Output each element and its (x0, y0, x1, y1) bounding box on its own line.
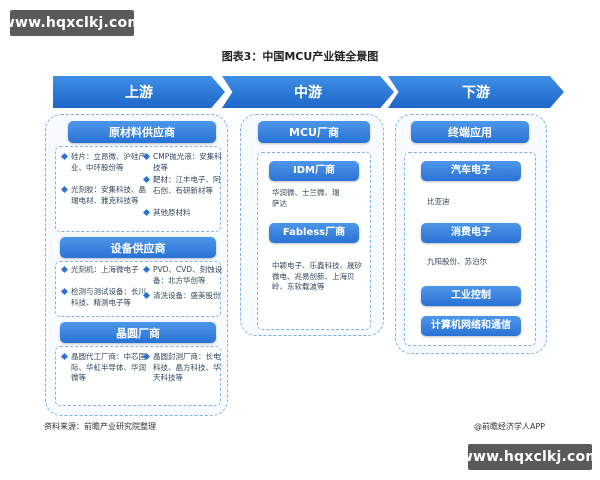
watermark-bottom: www.hqxclkj.com (460, 444, 600, 470)
fabless-companies: 中颖电子、乐鑫科技、晟矽微电、兆易创新、上海贝岭、东软载波等 (272, 261, 362, 291)
bullet-icon (60, 152, 69, 161)
app-consumer-companies: 九阳股份、苏泊尔 (427, 257, 487, 266)
list-item: 光刻胶：安集科技、晶瑞电材、雅克科技等 (60, 185, 151, 206)
app-automotive-companies: 比亚迪 (427, 197, 450, 206)
list-item: 晶圆代工厂商：中芯国际、华虹半导体、华润微等 (60, 352, 149, 384)
bullet-icon (60, 185, 69, 194)
list-item: 硅片：立昂微、沪硅产业、中环股份等 (60, 152, 151, 173)
app-consumer: 消费电子 (421, 223, 521, 243)
bullet-icon (60, 287, 69, 296)
equipment-header: 设备供应商 (60, 237, 216, 258)
bullet-icon (142, 152, 151, 161)
bullet-icon (60, 352, 69, 361)
source-note: 资料来源：前瞻产业研究院整理 (44, 422, 156, 431)
list-item: CMP抛光液：安集科技等 (142, 152, 227, 173)
idm-companies: 华润微、士兰微、瑞萨达 (272, 188, 340, 208)
terminal-header: 终端应用 (411, 121, 529, 143)
list-item: 晶圆封测厂商：长电科技、晶方科技、华天科技等 (142, 352, 227, 384)
list-item: 靶材：江丰电子、阿石创、有研新材等 (142, 175, 227, 196)
equipment-box: 光刻机：上海微电子 PVD、CVD、刻蚀设备：北方华创等 检测与测试设备：长川科… (55, 261, 222, 317)
bullet-icon (142, 291, 151, 300)
stage-midstream: 中游 (222, 76, 394, 108)
list-item: 光刻机：上海微电子 (60, 265, 151, 276)
bullet-icon (142, 175, 151, 184)
list-item: 检测与测试设备：长川科技、精测电子等 (60, 287, 151, 308)
wafer-header: 晶圆厂商 (60, 322, 216, 343)
brand-note: @前瞻经济学人APP (474, 422, 546, 431)
app-automotive: 汽车电子 (421, 161, 521, 181)
app-networking: 计算机网络和通信 (421, 316, 521, 336)
mcu-box: IDM厂商 华润微、士兰微、瑞萨达 Fabless厂商 中颖电子、乐鑫科技、晟矽… (257, 152, 371, 330)
bullet-icon (142, 208, 151, 217)
app-industrial: 工业控制 (421, 286, 521, 306)
stage-downstream: 下游 (388, 76, 564, 108)
list-item: 清洗设备：盛美股份 (142, 291, 227, 302)
terminal-box: 汽车电子 比亚迪 消费电子 九阳股份、苏泊尔 工业控制 计算机网络和通信 (404, 152, 536, 346)
watermark-top: www.hqxclkj.com (2, 10, 142, 36)
idm-header: IDM厂商 (269, 161, 359, 181)
stage-upstream: 上游 (53, 76, 225, 108)
bullet-icon (142, 265, 151, 274)
raw-materials-header: 原材料供应商 (68, 121, 216, 143)
bullet-icon (142, 352, 151, 361)
wafer-box: 晶圆代工厂商：中芯国际、华虹半导体、华润微等 晶圆封测厂商：长电科技、晶方科技、… (55, 346, 221, 406)
raw-materials-box: 硅片：立昂微、沪硅产业、中环股份等 CMP抛光液：安集科技等 光刻胶：安集科技、… (55, 146, 222, 232)
list-item: 其他原材料 (142, 208, 227, 219)
bullet-icon (60, 265, 69, 274)
list-item: PVD、CVD、刻蚀设备：北方华创等 (142, 265, 227, 286)
mcu-header: MCU厂商 (258, 121, 370, 143)
fabless-header: Fabless厂商 (269, 223, 359, 243)
figure-title: 图表3：中国MCU产业链全景图 (221, 50, 379, 63)
